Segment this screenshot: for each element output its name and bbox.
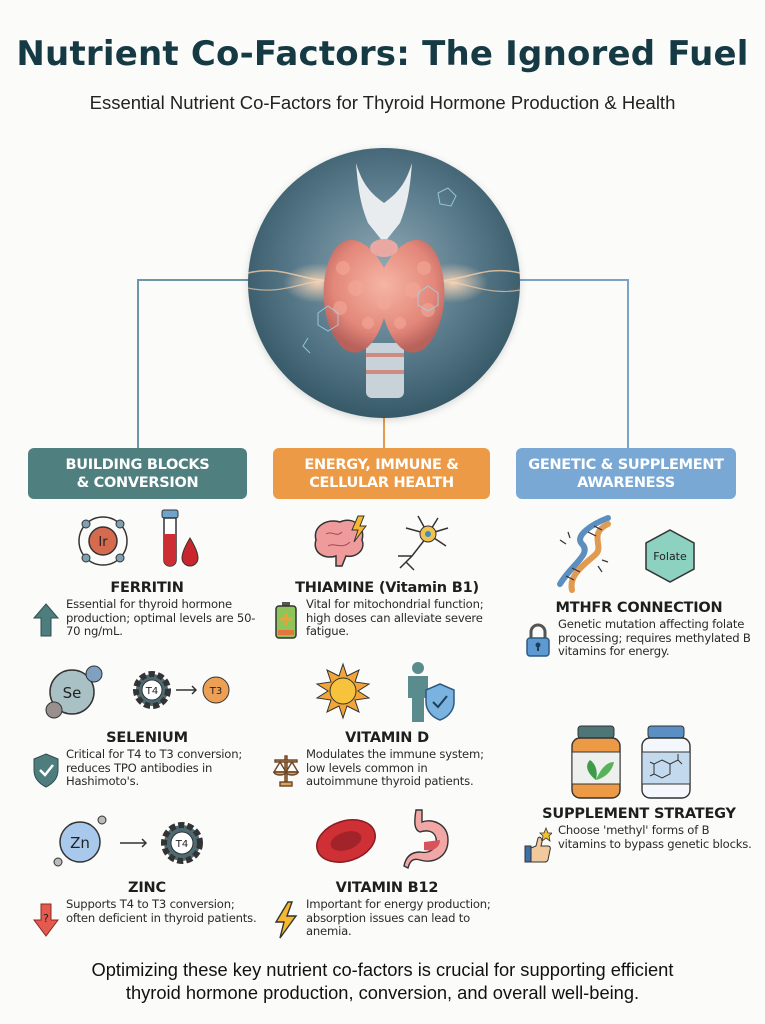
nutrient-card-mthfr: Folate MTHFR CONNECTION Genetic mutation… (524, 510, 754, 660)
connector-center-vertical (383, 414, 385, 449)
connector-left-vertical (137, 279, 139, 449)
nutrient-description: Vital for mitochondrial function; high d… (306, 597, 484, 639)
svg-text:Zn: Zn (70, 834, 90, 852)
nutrient-name: SUPPLEMENT STRATEGY (542, 806, 736, 822)
svg-text:T4: T4 (145, 686, 158, 697)
nutrient-name: VITAMIN B12 (335, 880, 439, 896)
connector-right-vertical (627, 279, 629, 449)
red-blood-cell-icon (316, 819, 376, 863)
svg-text:T4: T4 (175, 839, 188, 850)
nutrient-description: Genetic mutation affecting folate proces… (558, 617, 751, 659)
broken-dna-icon (557, 515, 611, 593)
svg-text:Se: Se (63, 684, 82, 702)
stomach-icon (403, 809, 449, 870)
t4-to-t3-gear-icon: T4 T3 (133, 671, 230, 709)
nutrient-card-vitamin-b12: VITAMIN B12 Important for energy product… (272, 808, 502, 940)
thumbs-up-star-icon (524, 826, 552, 863)
nutrient-card-thiamine: THIAMINE (Vitamin B1) Vital for mitochon… (272, 508, 502, 640)
connector-right-horizontal (516, 279, 628, 281)
t4-gear-icon: T4 (120, 822, 203, 864)
svg-text:Folate: Folate (653, 550, 687, 563)
down-arrow-question-icon: ? (33, 903, 59, 937)
iron-atom-icon: Ir (78, 516, 128, 566)
nutrient-name: ZINC (128, 880, 166, 896)
zinc-atom-icon: Zn (53, 815, 107, 867)
nutrient-description: Important for energy production; absorpt… (306, 897, 491, 939)
footer-summary: Optimizing these key nutrient co-factors… (91, 959, 674, 1003)
page-subtitle: Essential Nutrient Co-Factors for Thyroi… (89, 92, 676, 113)
svg-text:T3: T3 (209, 686, 222, 697)
folate-hexagon-icon: Folate (645, 529, 695, 583)
nutrient-description: Supports T4 to T3 conversion; often defi… (66, 897, 257, 925)
nutrient-description: Modulates the immune system; low levels … (306, 747, 484, 789)
nutrient-name: VITAMIN D (345, 730, 429, 746)
nutrient-description: Choose 'methyl' forms of B vitamins to b… (558, 823, 752, 851)
nutrient-description: Essential for thyroid hormone production… (66, 597, 256, 639)
shield-check-icon (33, 753, 59, 788)
neuron-icon (398, 515, 449, 571)
selenium-molecule-icon: Se (45, 665, 103, 719)
nutrient-card-ferritin: Ir FERRITIN Essential for thyroid hormon… (32, 508, 262, 640)
nutrient-name: MTHFR CONNECTION (555, 600, 723, 616)
up-arrow-icon (32, 603, 60, 637)
nutrient-description: Critical for T4 to T3 conversion; reduce… (66, 747, 243, 789)
category-header-building-blocks: BUILDING BLOCKS & CONVERSION (28, 448, 247, 499)
brain-lightning-icon (314, 515, 367, 567)
nutrient-name: THIAMINE (Vitamin B1) (295, 580, 479, 596)
nutrient-card-zinc: Zn T4 ZINC ? Supports T4 to T3 conversio… (32, 808, 262, 940)
nutrient-card-vitamin-d: VITAMIN D Modulates the immune system; l… (272, 658, 502, 790)
svg-text:?: ? (43, 912, 49, 925)
balance-scale-icon (272, 755, 300, 787)
thyroid-gland-icon (248, 163, 520, 398)
category-header-genetic-supplement: GENETIC & SUPPLEMENT AWARENESS (516, 448, 736, 499)
nutrient-card-selenium: Se T4 T3 SELENIUM Critical for T4 to T3 … (32, 658, 262, 790)
padlock-icon (526, 623, 550, 657)
svg-text:Ir: Ir (98, 535, 108, 550)
connector-left-horizontal (137, 279, 252, 281)
nutrient-name: FERRITIN (110, 580, 184, 596)
battery-icon (275, 602, 297, 639)
chemical-supplement-bottle-icon (641, 725, 691, 799)
herbal-supplement-bottle-icon (571, 725, 621, 799)
category-header-energy-immune: ENERGY, IMMUNE & CELLULAR HEALTH (273, 448, 490, 499)
page-title: Nutrient Co-Factors: The Ignored Fuel (16, 34, 749, 74)
thyroid-illustration (248, 148, 520, 418)
nutrient-name: SELENIUM (106, 730, 188, 746)
nutrient-card-supplement-strategy: SUPPLEMENT STRATEGY Choose 'methyl' form… (524, 722, 754, 866)
blood-test-tube-icon (161, 509, 199, 567)
sun-icon (315, 662, 371, 720)
person-shield-icon (408, 662, 455, 722)
lightning-bolt-icon (274, 901, 298, 939)
